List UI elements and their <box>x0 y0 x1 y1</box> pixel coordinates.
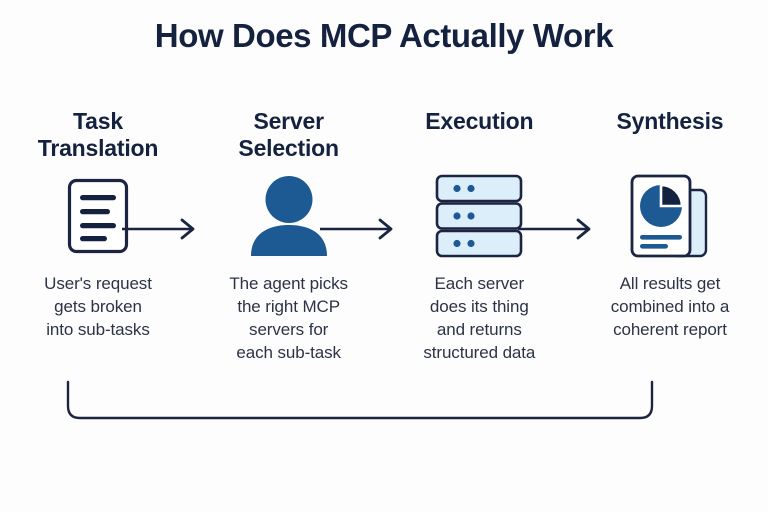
step-caption-execution: Each server does its thing and returns s… <box>423 272 535 364</box>
step-heading-line-2: Translation <box>37 135 159 161</box>
step-caption-synthesis: All results get combined into a coherent… <box>611 272 730 341</box>
step-heading-line-1: Server <box>253 108 324 134</box>
document-lines-icon <box>67 178 129 254</box>
caption-line: servers for <box>249 320 329 339</box>
step-heading-server-selection: Server Selection <box>238 108 339 170</box>
step-heading-synthesis: Synthesis <box>617 108 724 170</box>
arrow-execution-to-synthesis <box>518 218 598 240</box>
caption-line: the right MCP <box>237 297 340 316</box>
caption-line: All results get <box>619 274 721 293</box>
feedback-loop-bracket <box>60 378 660 426</box>
step-heading-line-1: Synthesis <box>616 108 724 134</box>
step-heading-line-1: Task <box>73 108 123 134</box>
step-heading-line-2: Selection <box>238 135 339 161</box>
arrow-task-to-server <box>122 218 202 240</box>
caption-line: structured data <box>423 343 536 362</box>
server-stack-icon <box>435 174 523 258</box>
caption-line: each sub-task <box>236 343 341 362</box>
steps-row: Task Translation User's request gets bro… <box>0 108 768 364</box>
caption-line: into sub-tasks <box>46 320 150 339</box>
step-server-selection: Server Selection The agent picks the rig… <box>199 108 379 364</box>
caption-line: coherent report <box>613 320 727 339</box>
icon-slot-synthesis <box>626 170 714 262</box>
step-caption-server-selection: The agent picks the right MCP servers fo… <box>229 272 348 364</box>
caption-line: User's request <box>44 274 152 293</box>
icon-slot-task-translation <box>67 170 129 262</box>
caption-line: and returns <box>436 320 522 339</box>
step-caption-task-translation: User's request gets broken into sub-task… <box>44 272 152 341</box>
step-task-translation: Task Translation User's request gets bro… <box>8 108 188 341</box>
caption-line: gets broken <box>54 297 142 316</box>
caption-line: combined into a <box>610 297 730 316</box>
step-synthesis: Synthesis <box>580 108 760 341</box>
step-heading-execution: Execution <box>425 108 533 170</box>
step-execution: Execution <box>389 108 569 364</box>
step-heading-line-1: Execution <box>425 108 534 134</box>
report-pie-chart-icon <box>626 173 714 259</box>
caption-line: does its thing <box>429 297 529 316</box>
caption-line: Each server <box>434 274 525 293</box>
page-title: How Does MCP Actually Work <box>154 17 614 54</box>
caption-line: The agent picks <box>229 274 348 293</box>
arrow-server-to-execution <box>320 218 400 240</box>
person-icon <box>248 176 330 256</box>
icon-slot-execution <box>435 170 523 262</box>
icon-slot-server-selection <box>248 170 330 262</box>
step-heading-task-translation: Task Translation <box>38 108 159 170</box>
